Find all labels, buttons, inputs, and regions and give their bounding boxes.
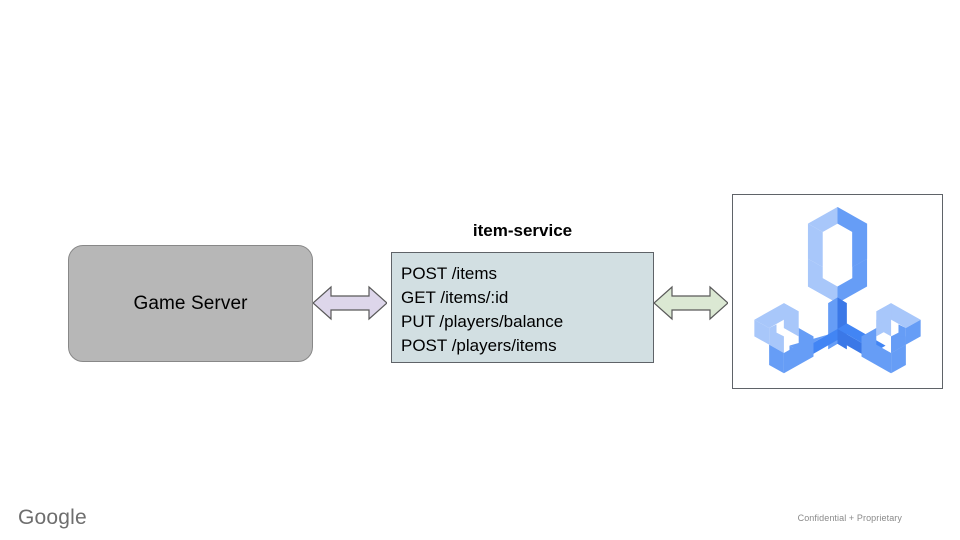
double-arrow-icon [313,285,387,321]
service-node[interactable]: POST /items GET /items/:id PUT /players/… [391,252,654,363]
confidentiality-note: Confidential + Proprietary [797,513,902,523]
service-title: item-service [472,221,573,240]
endpoint-item: POST /players/items [401,336,557,355]
agones-logo-icon [754,206,921,373]
connector-gameserver-to-service[interactable] [313,282,387,324]
gameserver-label: Game Server [133,292,248,314]
double-arrow-icon [654,285,728,321]
gameserver-node[interactable]: Game Server [68,245,313,362]
endpoint-item: POST /items [401,264,498,283]
google-wordmark: Google [18,506,87,529]
connector-service-to-agones[interactable] [654,282,728,324]
endpoint-item: PUT /players/balance [401,312,564,331]
endpoint-item: GET /items/:id [401,288,509,307]
agones-logo-frame[interactable] [732,194,943,389]
